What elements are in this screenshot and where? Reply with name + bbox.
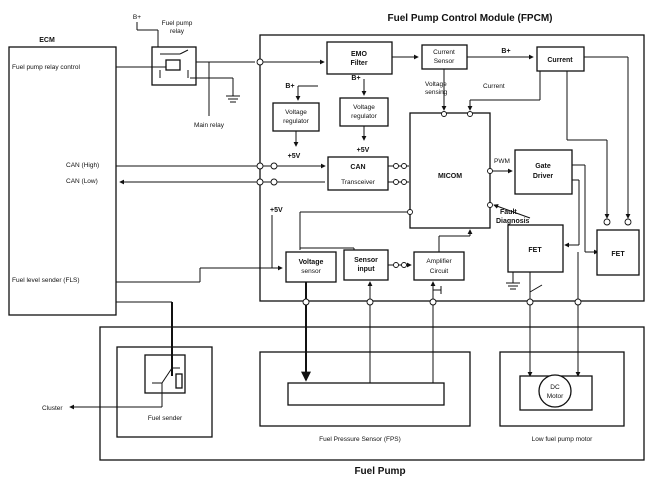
fuel-sender-frame — [116, 346, 213, 438]
fet-right-block — [596, 229, 640, 276]
bplus-top-label: B+ — [501, 48, 510, 55]
emi-filter-label-2: Filter — [350, 60, 367, 67]
voltage-sensor-label-1: Voltage — [299, 259, 324, 266]
voltage-regulator-2 — [339, 97, 389, 127]
motor-caption-label: Low fuel pump motor — [532, 436, 594, 443]
fet-left-block — [507, 224, 564, 273]
relay-bplus-label: B+ — [133, 14, 141, 21]
gate-driver-label-1: Gate — [535, 163, 551, 170]
ecm-relay-control-label: Fuel pump relay control — [12, 64, 80, 71]
ecm-fls-label: Fuel level sender (FLS) — [12, 277, 80, 284]
fps-sensor-strip — [287, 382, 445, 406]
emi-filter-block — [326, 41, 393, 75]
micom-block — [409, 112, 491, 229]
ecm-can-high-label: CAN (High) — [66, 162, 99, 169]
fps-label: Fuel Pressure Sensor (FPS) — [319, 436, 401, 443]
dc-motor-label-2: Motor — [547, 393, 564, 400]
sensor-input-label-2: input — [357, 266, 375, 273]
relay-label-line2: relay — [170, 28, 185, 35]
fet-right-label: FET — [611, 251, 625, 258]
amplifier-label-1: Amplifier — [426, 258, 452, 265]
fps-frame — [259, 351, 471, 427]
ecm-title: ECM — [39, 37, 55, 44]
ecm-can-low-label: CAN (Low) — [66, 178, 98, 185]
current-sensor-label-2: Sensor — [434, 58, 455, 65]
fault-label-2: Diagnosis — [496, 218, 530, 225]
current-sensor-block — [421, 44, 468, 70]
micom-label: MICOM — [438, 173, 462, 180]
fuel-sender-label: Fuel sender — [148, 415, 183, 422]
voltage-regulator-1 — [272, 102, 320, 132]
current-sensor-label-1: Current — [433, 49, 455, 56]
fuel-pump-title: Fuel Pump — [354, 466, 405, 477]
amplifier-label-2: Circuit — [430, 268, 449, 275]
cluster-label: Cluster — [42, 405, 63, 412]
voltage-regulator-1-label-1: Voltage — [285, 109, 307, 116]
dc-motor-icon — [538, 374, 572, 408]
fault-label-1: Fault — [500, 209, 517, 216]
can-transceiver-label-2: Transceiver — [341, 179, 376, 186]
ecm-frame — [8, 46, 117, 316]
bplus-mid-label: B+ — [351, 75, 360, 82]
voltage-sensor-block — [285, 251, 337, 283]
fuel-sender-resistor-icon — [175, 373, 183, 389]
bplus-left-label: B+ — [285, 83, 294, 90]
plus5v-label-2: +5V — [357, 147, 370, 154]
voltage-regulator-1-label-2: regulator — [283, 118, 309, 125]
dc-motor-label-1: DC — [550, 384, 560, 391]
main-relay-label: Main relay — [194, 122, 225, 129]
amplifier-block — [413, 251, 465, 281]
voltage-regulator-2-label-1: Voltage — [353, 104, 375, 111]
fpcm-title: Fuel Pump Control Module (FPCM) — [388, 13, 553, 24]
motor-frame — [499, 351, 625, 427]
can-transceiver-block — [327, 156, 389, 191]
voltage-sensing-label-1: Voltage — [425, 81, 447, 88]
fet-left-label: FET — [528, 247, 542, 254]
current-block-label: Current — [547, 57, 573, 64]
can-transceiver-label-1: CAN — [350, 164, 365, 171]
plus5v-label-3: +5V — [270, 207, 283, 214]
emi-filter-label-1: EMO — [351, 51, 368, 58]
gate-driver-block — [514, 149, 573, 195]
voltage-sensing-label-2: sensing — [425, 89, 448, 96]
pwm-label: PWM — [494, 158, 510, 165]
current-signal-label: Current — [483, 83, 505, 90]
plus5v-label-1: +5V — [288, 153, 301, 160]
gate-driver-label-2: Driver — [533, 173, 554, 180]
voltage-sensor-label-2: sensor — [301, 268, 321, 275]
sensor-input-label-1: Sensor — [354, 257, 378, 264]
fuel-pump-frame — [99, 326, 645, 461]
voltage-regulator-2-label-2: regulator — [351, 113, 377, 120]
relay-coil-icon — [165, 59, 181, 71]
current-block — [536, 46, 585, 72]
sensor-input-block — [343, 249, 389, 281]
relay-label-line1: Fuel pump — [162, 20, 193, 27]
